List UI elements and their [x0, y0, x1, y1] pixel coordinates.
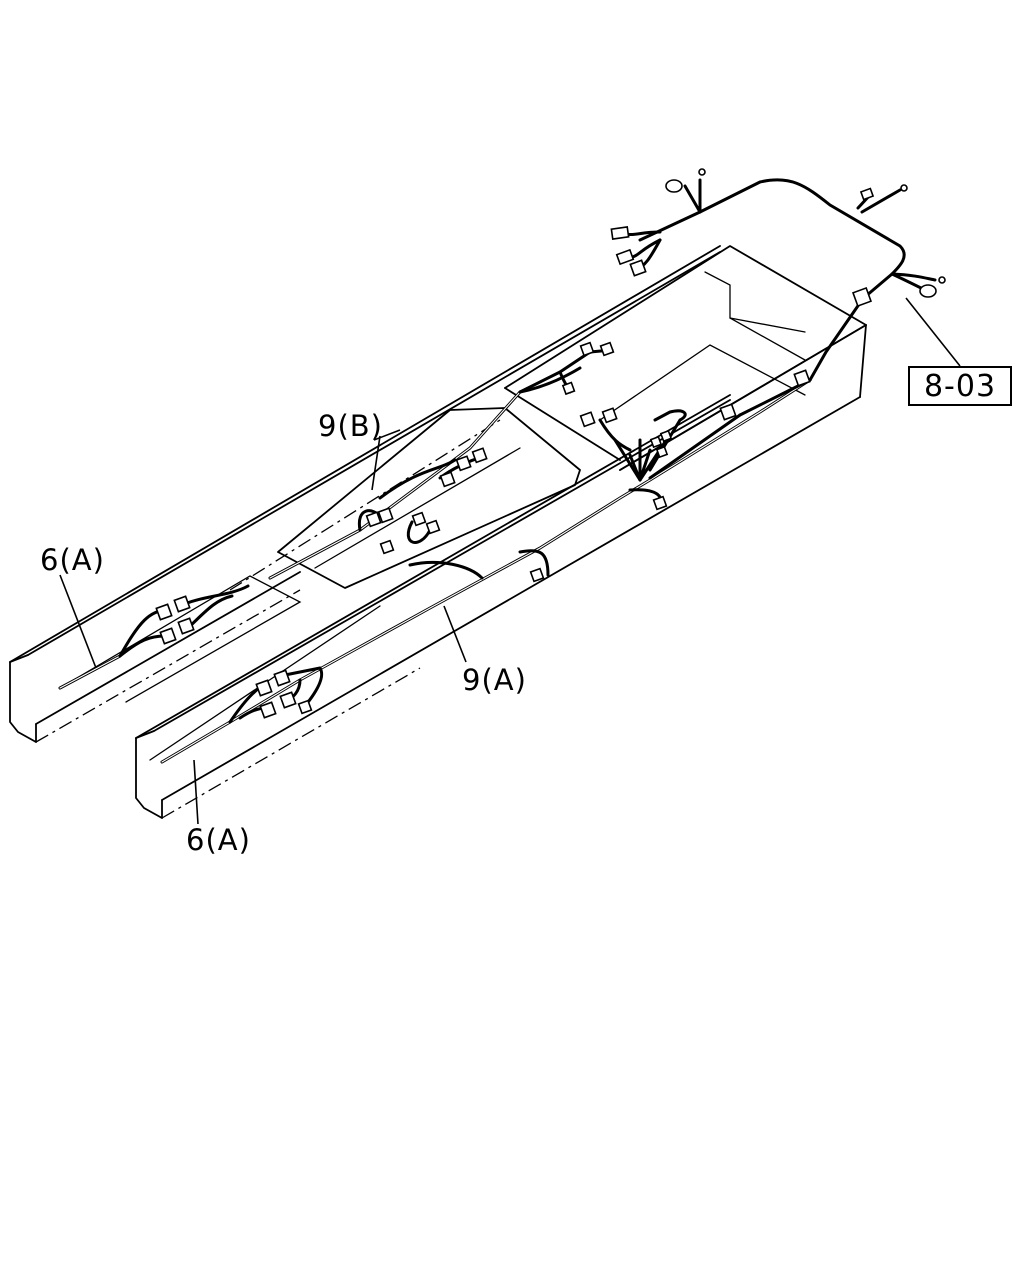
label-harness-9b: 9(B) — [318, 409, 383, 443]
leader-9a — [443, 605, 467, 663]
cross-member — [229, 407, 581, 591]
harness-6a-upper — [58, 584, 250, 690]
leader-8-03 — [905, 297, 961, 367]
frame-rail-left — [9, 245, 721, 743]
label-harness-9a: 9(A) — [462, 663, 527, 697]
connectors — [155, 168, 946, 719]
leader-6a-lower — [193, 759, 199, 825]
label-harness-6a-upper: 6(A) — [40, 543, 105, 577]
harness-9b — [268, 348, 632, 580]
leader-lines — [59, 297, 961, 825]
label-harness-6a-lower: 6(A) — [186, 823, 251, 857]
cab-harness — [622, 178, 937, 298]
harness-9a — [160, 298, 864, 764]
leader-6a-upper — [59, 574, 97, 669]
frame-rail-right — [135, 324, 867, 819]
reference-box-8-03: 8-03 — [908, 366, 1012, 406]
battery-box — [504, 245, 867, 471]
leader-9b — [373, 429, 401, 441]
